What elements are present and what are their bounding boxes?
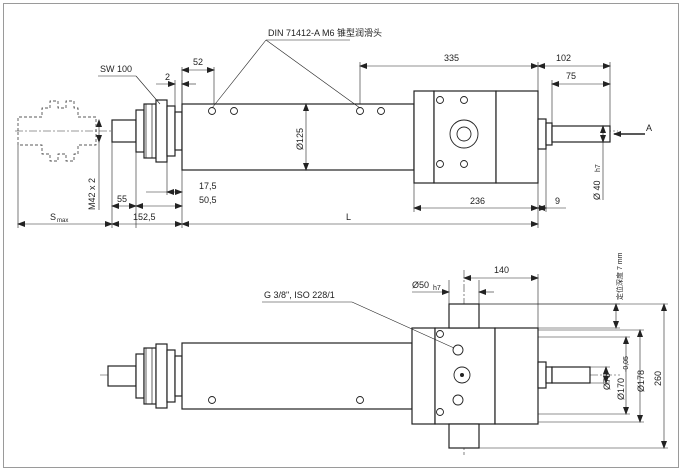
dim-50-tol: h7	[433, 285, 441, 292]
g-leader-d	[351, 301, 455, 349]
housing-hole-1	[436, 96, 444, 104]
view-label-a: A	[646, 123, 652, 133]
dim-40: Ø 40	[592, 180, 602, 200]
dim-125: Ø125	[295, 128, 305, 150]
dim-170: Ø170	[616, 378, 626, 400]
housing-hole-4	[460, 160, 468, 168]
nut-flats	[145, 104, 153, 158]
smax-main: S	[50, 212, 56, 222]
dim-52: 52	[193, 57, 203, 67]
dim-40-tol: h7	[595, 164, 602, 172]
b-nut-c	[155, 343, 168, 409]
rear-spigot	[551, 125, 611, 143]
dim-55: 55	[117, 194, 127, 204]
b-spindle-shaft	[107, 365, 137, 387]
dim-17-5: 17,5	[199, 181, 217, 191]
drawing-frame	[3, 3, 679, 468]
smax-sub: max	[57, 218, 68, 224]
b-central-dot	[460, 373, 464, 377]
grease-nipple-4	[377, 107, 385, 115]
dim-178: Ø178	[636, 370, 646, 392]
nut-d	[166, 105, 176, 157]
b-housing-flange	[411, 327, 436, 425]
b-top-pin	[448, 303, 480, 329]
din-lube-label: DIN 71412-A M6 锥型润滑头	[268, 27, 382, 38]
sw-leader-d	[135, 75, 161, 105]
b-grease-nipple-2	[356, 396, 364, 404]
nut-c	[155, 99, 168, 163]
din-leader-2	[265, 39, 361, 109]
dim-m42: M42 x 2	[87, 178, 97, 210]
housing-rear	[495, 90, 539, 184]
dim-75: 75	[566, 71, 576, 81]
b-sleeve-start	[174, 355, 183, 397]
b-bottom-pin	[448, 423, 480, 449]
b-housing-rear	[494, 327, 539, 425]
length-L: L	[346, 212, 351, 222]
spindle-shaft	[111, 119, 137, 143]
b-nut-a	[135, 353, 145, 399]
dim-50-5: 50,5	[199, 195, 217, 205]
central-port-inner	[456, 126, 472, 142]
thread-port-label: G 3/8", ISO 228/1	[264, 290, 335, 300]
dim-260: 260	[653, 371, 663, 386]
dim-170-tol: -0,05	[623, 356, 630, 372]
rear-flange	[537, 118, 547, 150]
housing-hole-2	[460, 96, 468, 104]
b-nut-flats	[145, 348, 153, 404]
din-leader-1	[211, 39, 267, 109]
b-port-2	[452, 394, 464, 406]
housing-hole-3	[436, 160, 444, 168]
b-port-1	[452, 344, 464, 356]
sw-label: SW 100	[100, 64, 132, 74]
bottom-view: G 3/8", ISO 228/1 Ø50 h7 140 定位深度 7 mm Ø…	[100, 252, 668, 455]
dim-75-bottom: Ø75	[602, 373, 612, 390]
top-view: A DIN 71412-A M6 锥型润滑头 SW 100 52 2 335 1…	[15, 27, 652, 228]
dim-50: Ø50	[412, 280, 429, 290]
dim-335: 335	[444, 53, 459, 63]
housing-flange	[413, 90, 435, 184]
locating-depth: 定位深度 7 mm	[615, 252, 624, 300]
dim-102: 102	[556, 53, 571, 63]
sleeve-start	[174, 111, 183, 151]
grease-nipple-1	[208, 107, 216, 115]
b-grease-nipple-1	[208, 396, 216, 404]
b-nut-d	[166, 349, 176, 403]
dim-9: 9	[555, 196, 560, 206]
b-housing-hole-1	[436, 330, 444, 338]
dim-152-5: 152,5	[133, 212, 156, 222]
dim-2: 2	[165, 72, 170, 82]
b-rear-collar	[545, 366, 553, 384]
b-rear-spigot	[551, 366, 591, 384]
rear-collar	[545, 122, 553, 146]
b-rear-flange	[537, 361, 547, 389]
b-main-tube	[181, 342, 413, 410]
nut-a	[135, 109, 145, 153]
b-housing-hole-2	[436, 408, 444, 416]
grease-nipple-2	[230, 107, 238, 115]
dim-140: 140	[494, 265, 509, 275]
dim-236: 236	[470, 196, 485, 206]
grease-nipple-3	[356, 107, 364, 115]
